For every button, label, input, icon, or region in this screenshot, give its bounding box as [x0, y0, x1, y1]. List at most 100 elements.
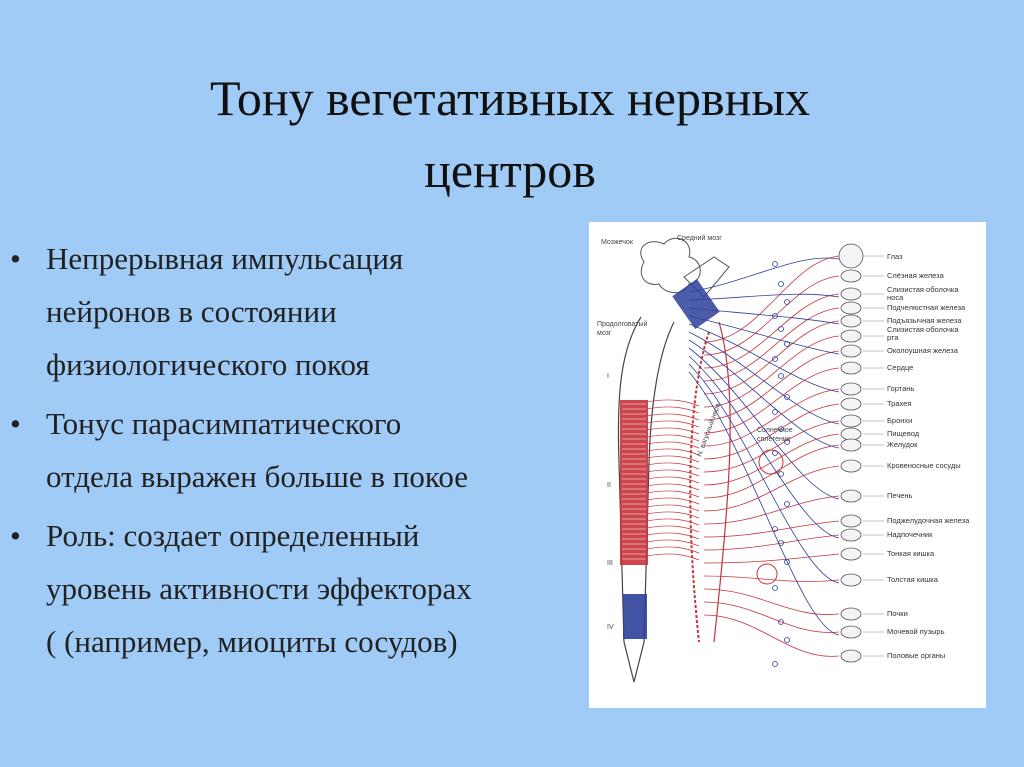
organ-label: носа — [887, 293, 904, 302]
organ-sketch — [840, 287, 862, 301]
spinal-ramus — [646, 518, 700, 526]
bullet-dot: • — [10, 406, 21, 441]
organ-label: Глаз — [887, 252, 903, 261]
bullet-dot: • — [10, 241, 21, 276]
spinal-ramus — [646, 399, 700, 407]
organ-sketch — [840, 344, 862, 358]
lower-ganglion — [756, 563, 778, 585]
ganglion-node — [778, 281, 784, 287]
sacral-parasympathetic-segment — [623, 594, 647, 639]
spinal-ramus — [646, 441, 700, 449]
bullet-text: Непрерывная импульсация нейронов в состо… — [46, 241, 404, 382]
sympathetic-fiber — [703, 495, 840, 525]
sympathetic-fiber — [703, 367, 840, 434]
organ-sketch — [840, 361, 862, 375]
spinal-ramus — [646, 490, 700, 498]
label-medulla-1: Продолговатый — [597, 320, 647, 328]
ganglion-node — [784, 439, 790, 445]
organ-label: Мочевой пузырь — [887, 627, 945, 636]
ganglion-node — [784, 501, 790, 507]
sympathetic-fiber — [703, 433, 840, 486]
organ-sketch — [840, 414, 862, 428]
parasympathetic-fiber — [688, 363, 840, 584]
ganglion-node — [778, 471, 784, 477]
organ-label: Кровеносные сосуды — [887, 461, 961, 470]
label-midbrain: Средний мозг — [677, 234, 722, 242]
organ-sketch — [840, 301, 862, 315]
spinal-ramus — [646, 455, 700, 463]
spinal-cord-outline — [617, 316, 675, 683]
bullet-text: Роль: создает определенный уровень актив… — [46, 518, 472, 659]
spinal-ramus — [646, 511, 700, 519]
organ-label: Половые органы — [887, 651, 945, 660]
label-cerebellum: Мозжечок — [601, 239, 634, 246]
organ-label: Печень — [887, 491, 913, 500]
organ-label: Желудок — [887, 440, 918, 449]
thoracolumbar-sympathetic-segment — [620, 400, 648, 565]
bullet-item: • Непрерывная импульсация нейронов в сост… — [10, 232, 590, 391]
organ-sketch — [840, 459, 862, 473]
spinal-ramus — [646, 546, 700, 554]
parasympathetic-fiber — [688, 293, 840, 301]
organ-sketch — [840, 438, 862, 452]
brain-shape — [640, 237, 701, 294]
organ-label: Трахея — [887, 399, 911, 408]
ganglion-node — [772, 585, 778, 591]
label-roman-2: II — [607, 482, 611, 489]
cranial-parasympathetic-segment — [672, 279, 720, 329]
sympathetic-fiber — [703, 420, 840, 473]
organ-label: Подчелюстная железа — [887, 303, 966, 312]
organ-sketch — [840, 382, 862, 396]
parasympathetic-fiber — [688, 323, 840, 393]
slide-title: Тону вегетативных нервных центров — [60, 62, 960, 206]
ganglion-node — [772, 661, 778, 667]
sympathetic-fiber — [703, 553, 840, 564]
vagus-nerve-trunk — [713, 321, 731, 643]
ganglion-node — [784, 394, 790, 400]
organ-label: Бронхи — [887, 416, 912, 425]
ganglion-node — [778, 426, 784, 432]
label-vagus: N. вагусный нерв — [695, 402, 722, 458]
parasympathetic-fiber — [688, 339, 840, 449]
parasympathetic-fiber — [688, 257, 840, 293]
solar-plexus — [758, 449, 784, 475]
sympathetic-fiber — [703, 320, 840, 395]
ganglion-node — [784, 299, 790, 305]
organ-label: Сердце — [887, 363, 913, 372]
organ-label: рта — [887, 333, 899, 342]
organ-label: Гортань — [887, 384, 914, 393]
sympathetic-fiber — [703, 614, 840, 657]
sympathetic-chain — [689, 331, 710, 643]
ganglion-node — [772, 261, 778, 267]
parasympathetic-fiber — [688, 331, 840, 425]
sympathetic-fiber — [703, 403, 840, 460]
bullet-text: Тонус парасимпатического отдела выражен … — [46, 406, 469, 494]
ganglion-node — [778, 326, 784, 332]
spinal-ramus — [646, 406, 700, 414]
organ-label: Подъязычная железа — [887, 316, 962, 325]
ganglion-node — [772, 356, 778, 362]
bullet-list: • Непрерывная импульсация нейронов в сост… — [10, 232, 590, 674]
organ-sketch — [840, 649, 862, 663]
organ-sketch — [840, 269, 862, 283]
spinal-ramus — [646, 476, 700, 484]
sympathetic-fiber — [703, 335, 840, 408]
sympathetic-fiber — [703, 444, 840, 499]
label-medulla-2: мозг — [597, 330, 612, 337]
sympathetic-fiber — [703, 601, 840, 633]
spinal-ramus — [646, 462, 700, 470]
spinal-ramus — [646, 434, 700, 442]
parasympathetic-fiber — [688, 371, 840, 636]
organ-sketch — [840, 625, 862, 639]
spinal-ramus — [646, 469, 700, 477]
sympathetic-fiber — [703, 575, 840, 582]
spinal-ramus — [646, 504, 700, 512]
sympathetic-fiber — [703, 588, 840, 615]
sympathetic-fiber — [703, 388, 840, 447]
organ-sketch — [840, 514, 862, 528]
parasympathetic-fiber — [688, 307, 840, 325]
ganglion-node — [778, 619, 784, 625]
bullet-item: •Роль: создает определенный уровень акти… — [10, 509, 590, 668]
organ-sketch — [840, 573, 862, 587]
organ-sketch — [840, 547, 862, 561]
